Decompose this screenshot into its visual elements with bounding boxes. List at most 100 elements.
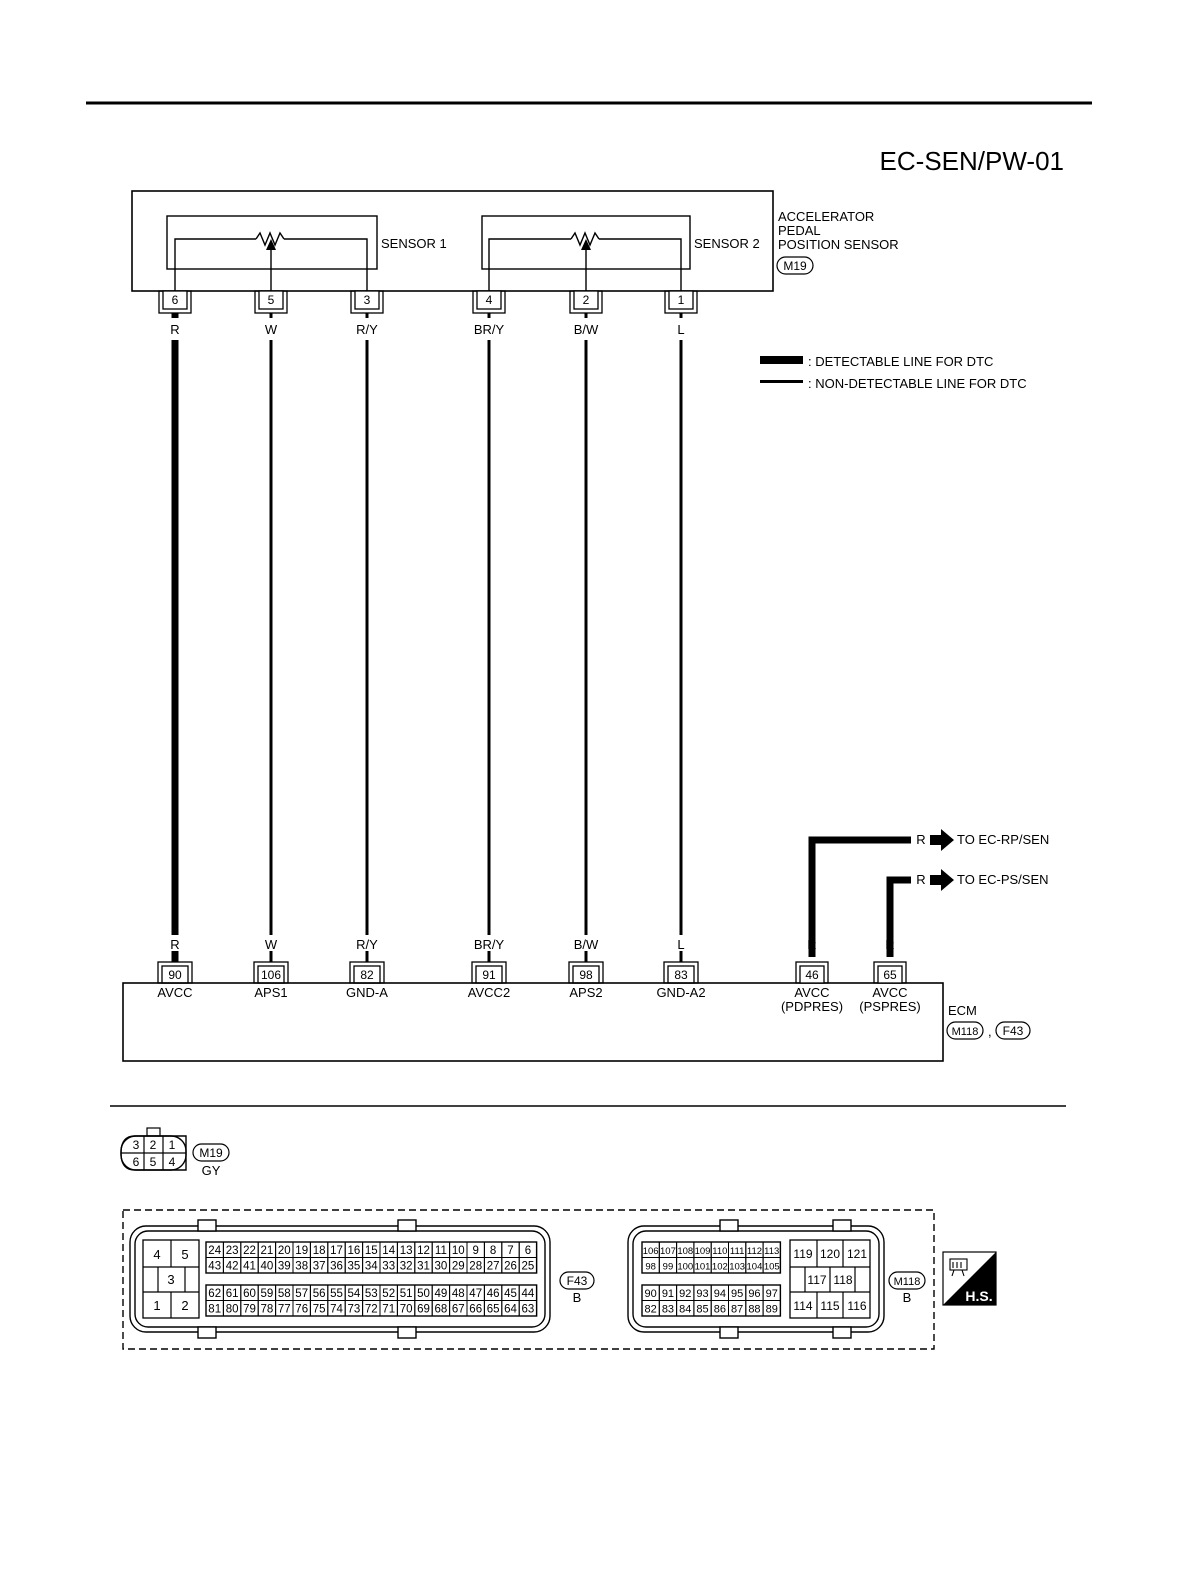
svg-text:106: 106 [261,968,281,982]
f43-pin-66: 66 [466,1300,485,1317]
m118-pin-92: 92 [676,1284,695,1301]
connector-icon [949,1258,968,1277]
f43-pin-46: 46 [483,1284,503,1301]
svg-text:65: 65 [487,1304,500,1316]
svg-text:82: 82 [360,968,374,982]
svg-text:18: 18 [313,1245,326,1257]
sensor-pin-6: 6 [158,290,192,314]
svg-text:8: 8 [490,1245,496,1257]
m118-pin-88: 88 [745,1300,764,1317]
m118-pin-102: 102 [710,1257,730,1274]
m118-pin-94: 94 [710,1284,730,1301]
ecm-label-65-b: (PSPRES) [859,999,920,1014]
f43-pin-67: 67 [449,1300,468,1317]
f43-pin-7: 7 [501,1241,520,1258]
m118-pin-93: 93 [693,1284,712,1301]
sensor-name-line3: POSITION SENSOR [778,237,899,252]
f43-pin-40: 40 [257,1257,277,1274]
svg-text:96: 96 [748,1288,760,1300]
svg-text:30: 30 [435,1261,448,1273]
ecm-connector1-id: M118 [952,1026,979,1038]
svg-text:41: 41 [243,1261,256,1273]
m118-pin-115: 115 [820,1299,839,1313]
m118-pin-85: 85 [693,1300,712,1317]
ecm-box [122,982,944,1062]
f43-pin-77: 77 [275,1300,294,1317]
m118-pin-90: 90 [641,1284,660,1301]
legend-detectable-swatch [760,356,803,364]
f43-face-id: F43 [567,1274,588,1288]
f43-pin-1: 1 [153,1298,160,1313]
f43-pin-76: 76 [292,1300,311,1317]
svg-text:83: 83 [662,1304,674,1316]
svg-text:63: 63 [522,1304,535,1316]
ecm-label-65-a: AVCC [872,985,907,1000]
svg-text:4: 4 [486,293,493,307]
sensor-name-line2: PEDAL [778,223,821,238]
f43-pin-27: 27 [483,1257,503,1274]
svg-text:25: 25 [522,1261,535,1273]
m118-pin-103: 103 [728,1257,747,1274]
f43-face-badge [559,1271,595,1290]
f43-pin-57: 57 [292,1284,311,1301]
svg-text:85: 85 [696,1304,708,1316]
f43-pin-33: 33 [379,1257,398,1274]
svg-text:1: 1 [169,1138,176,1152]
sensor-pin-5: 5 [254,290,288,314]
m118-pin-91: 91 [658,1284,678,1301]
m118-pin-111: 111 [728,1241,747,1258]
f43-pin-16: 16 [344,1241,364,1258]
f43-pin-78: 78 [257,1300,277,1317]
m19-face-color: GY [202,1163,221,1178]
svg-text:68: 68 [435,1304,448,1316]
m19-face-badge [192,1143,230,1162]
svg-text:106: 106 [643,1246,659,1257]
svg-text:44: 44 [522,1288,535,1300]
svg-text:1: 1 [678,293,685,307]
wire-color-top: R/Y [356,322,378,337]
svg-text:27: 27 [487,1261,500,1273]
svg-text:20: 20 [278,1245,291,1257]
m118-face-id: M118 [894,1276,921,1288]
f43-pin-18: 18 [309,1241,329,1258]
svg-text:80: 80 [226,1304,239,1316]
wire-color-top: L [677,322,684,337]
f43-pin-63: 63 [518,1300,538,1317]
ecm-pin-90: 90 [157,961,193,984]
svg-text:38: 38 [295,1261,308,1273]
f43-pin-81: 81 [205,1300,224,1317]
svg-text:76: 76 [295,1304,308,1316]
svg-text:107: 107 [660,1246,676,1257]
f43-pin-59: 59 [257,1284,277,1301]
svg-text:53: 53 [365,1288,378,1300]
svg-text:67: 67 [452,1304,465,1316]
m118-pin-109: 109 [693,1241,712,1258]
svg-text:73: 73 [348,1304,361,1316]
ecm-label-46-b: (PDPRES) [781,999,843,1014]
m118-pin-86: 86 [710,1300,730,1317]
svg-text:24: 24 [208,1245,221,1257]
svg-text:82: 82 [645,1304,657,1316]
svg-text:42: 42 [226,1261,239,1273]
m118-pin-89: 89 [762,1300,781,1317]
svg-text:6: 6 [525,1245,531,1257]
m118-connector-face [627,1219,885,1339]
ecm-pin-label: APS2 [569,985,602,1000]
f43-pin-69: 69 [414,1300,433,1317]
wire-color-bottom: W [265,937,278,952]
svg-text:56: 56 [313,1288,326,1300]
svg-text:31: 31 [417,1261,430,1273]
branch-rp-color: R [916,832,925,847]
branch-ps-color-lower: R [885,937,894,952]
f43-pin-15: 15 [362,1241,381,1258]
svg-text:93: 93 [696,1288,708,1300]
ecm-name: ECM [948,1003,977,1018]
wires-layer: 6RR90AVCC5WW106APS13R/YR/Y82GND-A4BR/YBR… [157,290,706,1000]
sensor1-outline [166,215,378,270]
f43-pin-26: 26 [501,1257,520,1274]
m118-pin-100: 100 [676,1257,695,1274]
svg-text:12: 12 [417,1245,430,1257]
svg-text:98: 98 [645,1262,656,1273]
